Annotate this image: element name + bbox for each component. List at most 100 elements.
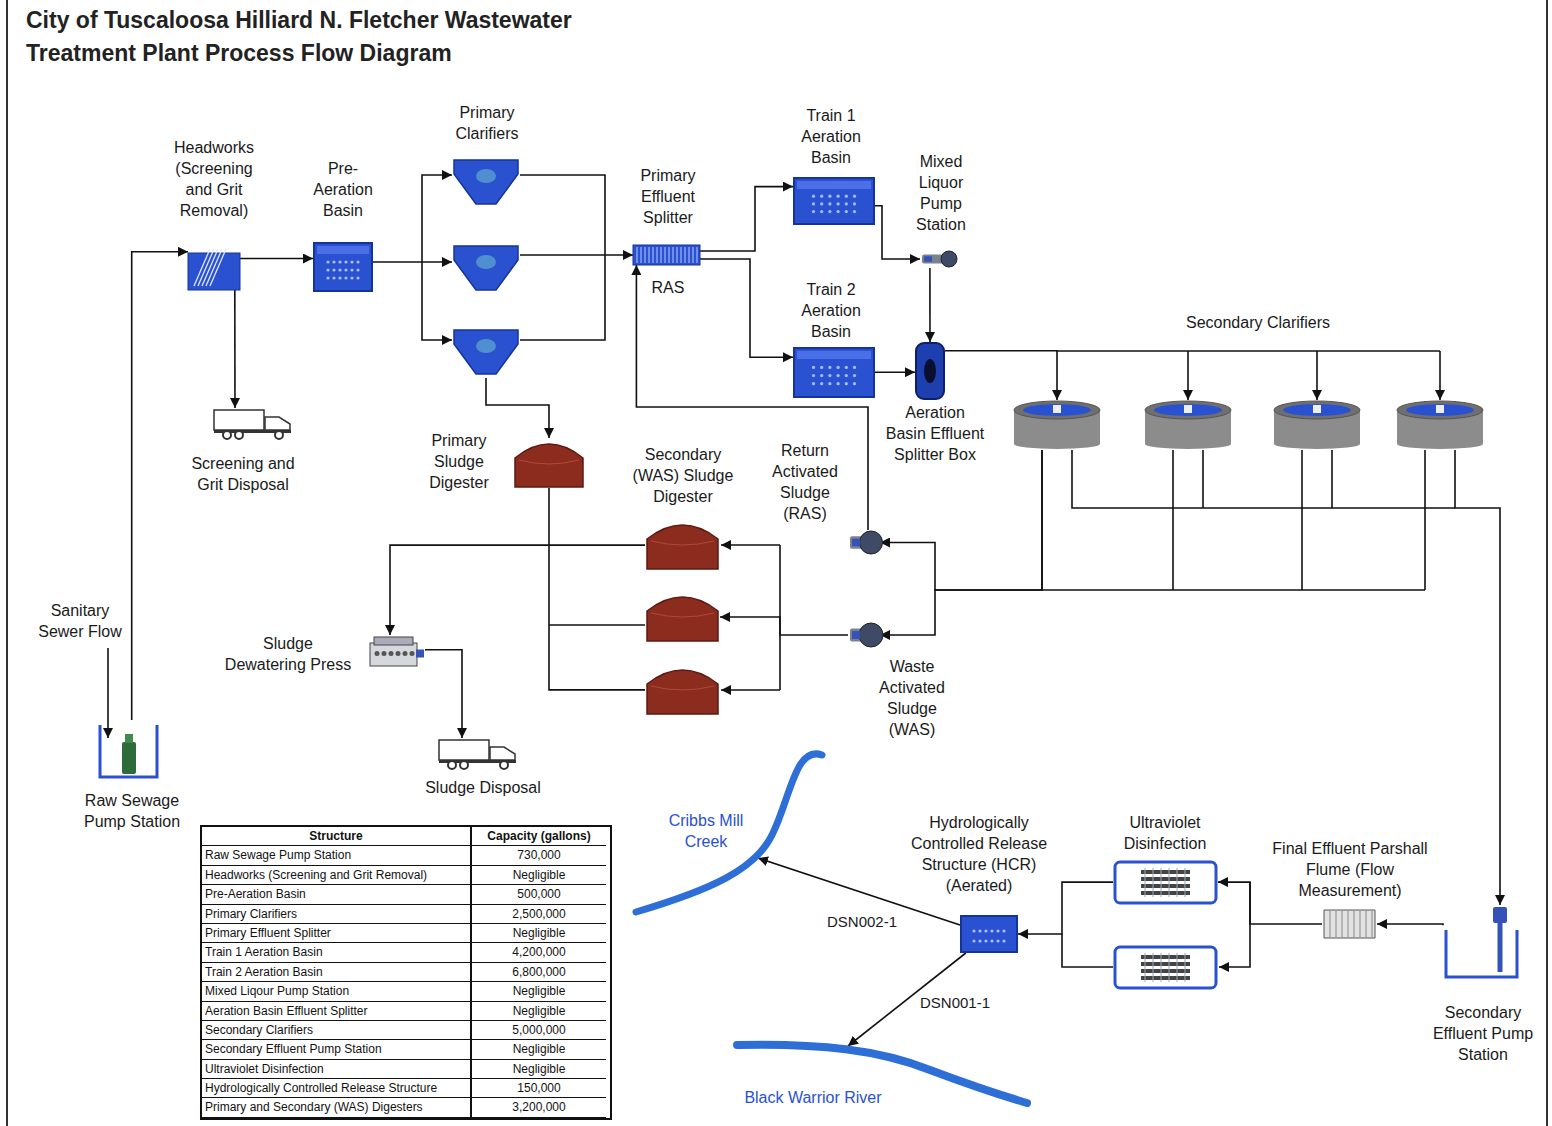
drawing-part (853, 195, 856, 198)
drawing-part (794, 348, 874, 397)
drawing-part (332, 268, 335, 271)
drawing-part (1169, 953, 1170, 982)
drawing-part (984, 939, 987, 942)
drawing-part (845, 210, 848, 213)
table-row: Headworks (Screening and Grit Removal)Ne… (202, 866, 610, 885)
drawing-part (828, 210, 831, 213)
drawing-part (344, 268, 347, 271)
process-node: Primary Clarifiers (452, 158, 520, 378)
drawing-part (454, 246, 518, 290)
drawing-part (356, 276, 359, 279)
process-node: Waste Activated Sludge (WAS) (848, 622, 880, 648)
drawing-part (852, 631, 860, 639)
table-header-cell: Capacity (gallons) (472, 827, 606, 846)
drawing-part (651, 613, 714, 617)
table-row: Train 2 Aeration Basin6,800,000 (202, 963, 610, 982)
node-label: Aeration Basin Effluent Splitter Box (885, 402, 985, 465)
drawing-part (828, 195, 831, 198)
pump-icon (848, 622, 880, 648)
pipe-branch (1424, 450, 1426, 590)
drawing-part (1436, 405, 1444, 413)
drawing-part (1145, 868, 1146, 897)
drawing-part (636, 754, 822, 912)
process-node: Headworks (Screening and Grit Removal) (188, 245, 240, 290)
pipe-branch (1057, 350, 1440, 352)
table-cell: Negligible (472, 1002, 606, 1021)
drawing-part (837, 202, 840, 205)
drawing-part (1153, 868, 1154, 897)
drawing-part (500, 761, 508, 769)
drawing-part (410, 651, 415, 656)
node-label: Final Effluent Parshall Flume (Flow Meas… (1270, 838, 1430, 901)
table-cell: Train 1 Aeration Basin (202, 943, 472, 962)
pipe-branch (1301, 450, 1303, 590)
table-cell: Raw Sewage Pump Station (202, 846, 472, 865)
process-node: Primary Effluent Splitter (633, 245, 700, 265)
pumpv-icon (1443, 905, 1520, 980)
drawing-part (647, 525, 718, 569)
drawing-part (681, 247, 682, 263)
drawing-part (1336, 911, 1337, 937)
table-cell: Aeration Basin Effluent Splitter (202, 1002, 472, 1021)
drawing-part (812, 202, 815, 205)
drawing-part (828, 366, 831, 369)
table-cell: 4,200,000 (472, 943, 606, 962)
drawing-part (828, 374, 831, 377)
inflow-arrow (107, 648, 109, 738)
pipe-branch (1219, 882, 1250, 967)
drawing-part (370, 643, 417, 666)
drawing-part (837, 374, 840, 377)
process-node: Train 2 Aeration Basin (793, 347, 875, 398)
drawing-part (1360, 911, 1361, 937)
process-node: Aeration Basin Effluent Splitter Box (915, 342, 945, 400)
drawing-part (202, 249, 218, 286)
drawing-part (374, 637, 413, 645)
process-node: Primary Sludge Digester (513, 438, 585, 488)
drawing-part (314, 243, 372, 291)
creek-icon (630, 750, 830, 925)
drawing-part (476, 339, 496, 353)
table-cell: Negligible (472, 866, 606, 885)
drawing-part (837, 366, 840, 369)
pipe-branch (721, 689, 780, 691)
drawing-part (317, 246, 369, 254)
pipe-branch (549, 624, 645, 626)
diagram-title: City of Tuscaloosa Hilliard N. Fletcher … (26, 4, 586, 70)
drawing-part (1342, 911, 1343, 937)
flow-connector (929, 268, 931, 342)
drawing-part (837, 382, 840, 385)
drawing-part (350, 276, 353, 279)
drawing-part (1283, 404, 1351, 416)
process-node: Screening and Grit Disposal (213, 408, 293, 440)
drawing-part (797, 181, 871, 189)
drawing-part (820, 366, 823, 369)
table-row: Primary Effluent SplitterNegligible (202, 924, 610, 943)
pipe-branch (1331, 450, 1333, 508)
process-node: Sludge Dewatering Press (368, 635, 425, 672)
drawing-part (1177, 868, 1178, 897)
drawing-part (1372, 911, 1373, 937)
drawing-part (125, 734, 133, 743)
pipe-group (7, 0, 1547, 1126)
drawing-part (1141, 976, 1190, 980)
table-row: Train 1 Aeration Basin4,200,000 (202, 943, 610, 962)
pipe-branch (1187, 351, 1189, 400)
drawing-part (1002, 939, 1005, 942)
table-cell: Ultraviolet Disinfection (202, 1060, 472, 1079)
flow-connector (234, 290, 236, 408)
basin-icon (793, 347, 875, 398)
drawing-part (794, 178, 874, 224)
drawing-part (326, 268, 329, 271)
drawing-part (1141, 891, 1190, 895)
splitter-icon (633, 245, 700, 265)
process-node: Raw Sewage Pump Station (97, 720, 160, 780)
drawing-part (454, 160, 518, 204)
drawing-part (924, 256, 932, 261)
process-node: Final Effluent Parshall Flume (Flow Meas… (1322, 908, 1377, 940)
drawing-part (661, 247, 662, 263)
flow-connector (1377, 924, 1443, 925)
drawing-part (1161, 868, 1162, 897)
drawing-part (972, 939, 975, 942)
drawing-part (403, 651, 408, 656)
pipe-branch (520, 175, 605, 255)
